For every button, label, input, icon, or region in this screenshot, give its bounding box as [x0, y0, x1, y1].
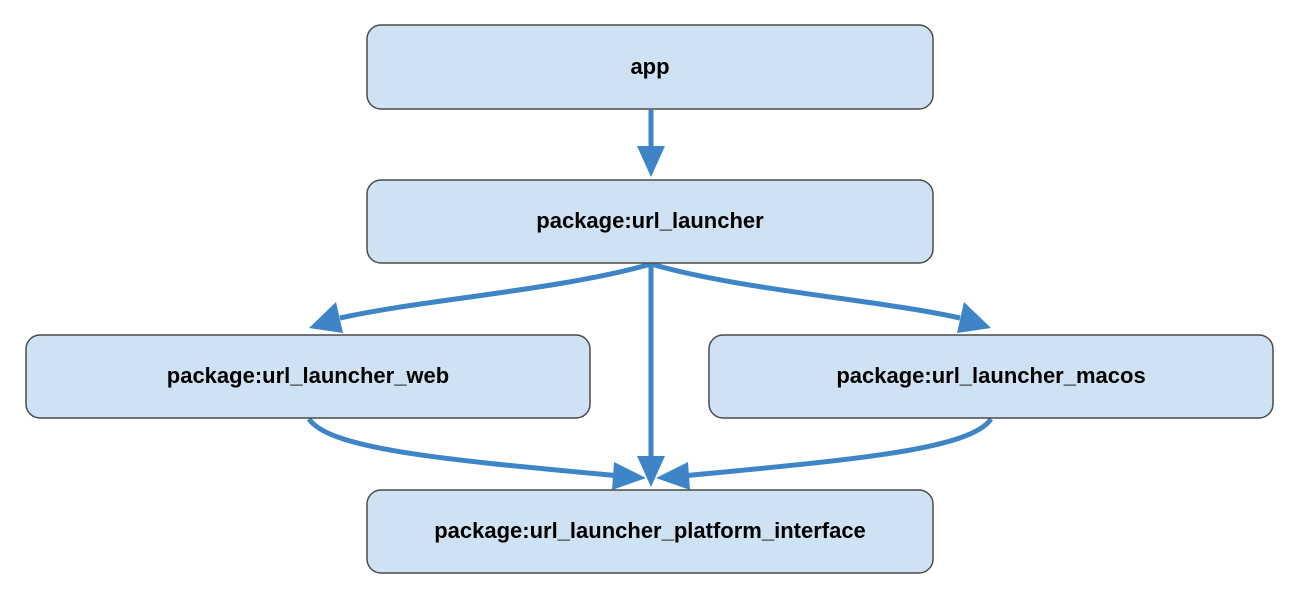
node-url-launcher-macos: package:url_launcher_macos	[708, 334, 1274, 419]
edge-line	[306, 417, 621, 479]
arrowhead-icon	[612, 462, 646, 490]
arrowhead-icon	[957, 302, 991, 333]
edge-line	[681, 417, 994, 479]
arrowhead-icon	[637, 456, 665, 487]
node-url-launcher-web: package:url_launcher_web	[25, 334, 591, 419]
arrowhead-icon	[656, 462, 690, 490]
edge-line	[650, 261, 961, 321]
edge-macos-to-platform-interface	[656, 417, 994, 490]
edge-url-launcher-to-web	[309, 261, 652, 333]
arrowhead-icon	[637, 146, 665, 177]
edges	[306, 110, 994, 490]
node-label-url-launcher-platform-interface: package:url_launcher_platform_interface	[434, 518, 866, 543]
node-label-app: app	[630, 54, 669, 79]
edge-web-to-platform-interface	[306, 417, 646, 490]
node-url-launcher: package:url_launcher	[366, 179, 934, 264]
edge-url-launcher-to-platform-interface	[637, 264, 665, 487]
node-box	[25, 334, 591, 419]
node-label-url-launcher-web: package:url_launcher_web	[167, 363, 449, 388]
edge-line	[339, 261, 652, 321]
node-box	[366, 489, 934, 574]
node-app: app	[366, 24, 934, 110]
nodes: app package:url_launcher package:url_lau…	[25, 24, 1274, 574]
node-box	[708, 334, 1274, 419]
node-label-url-launcher: package:url_launcher	[536, 208, 764, 233]
node-url-launcher-platform-interface: package:url_launcher_platform_interface	[366, 489, 934, 574]
node-box	[366, 179, 934, 264]
node-label-url-launcher-macos: package:url_launcher_macos	[836, 363, 1145, 388]
node-box	[366, 24, 934, 110]
arrowhead-icon	[309, 302, 343, 333]
edge-url-launcher-to-macos	[650, 261, 991, 333]
edge-app-to-url-launcher	[637, 110, 665, 177]
